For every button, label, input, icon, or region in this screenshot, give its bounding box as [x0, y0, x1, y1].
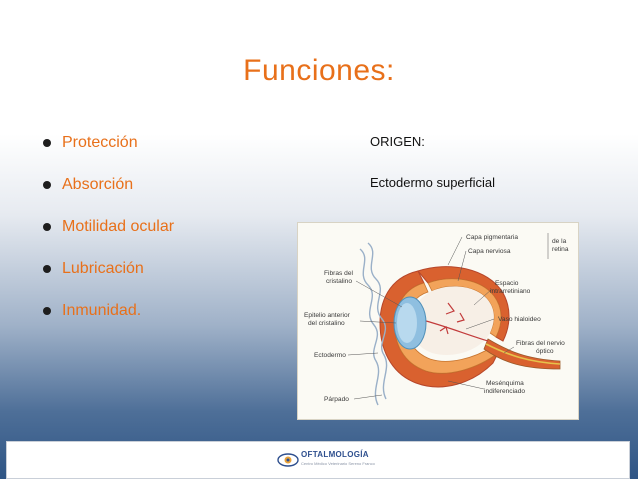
bullet-dot-icon — [43, 139, 51, 147]
origin-value: Ectodermo superficial — [370, 175, 495, 190]
eye-development-figure: Capa pigmentaria Capa nerviosa de la ret… — [297, 222, 579, 420]
label-mesenquima-1: Mesénquima — [486, 380, 524, 387]
label-vaso-hialoideo: Vaso hialoideo — [498, 316, 541, 323]
bullet-item: Lubricación — [43, 259, 174, 301]
bullet-item: Absorción — [43, 175, 174, 217]
eye-diagram: Capa pigmentaria Capa nerviosa de la ret… — [304, 233, 569, 406]
bullet-dot-icon — [43, 265, 51, 273]
label-mesenquima-2: indiferenciado — [484, 388, 525, 395]
label-de-la: de la — [552, 238, 567, 245]
bullet-dot-icon — [43, 223, 51, 231]
ectoderm-line — [367, 242, 388, 400]
bullet-list: Protección Absorción Motilidad ocular Lu… — [43, 133, 175, 343]
bullet-text: Protección — [62, 134, 138, 151]
label-fibras-cristalino-1: Fibras del — [324, 270, 353, 277]
bullet-item: Motilidad ocular — [43, 217, 175, 259]
logo-text: OFTALMOLOGÍA — [301, 450, 369, 459]
bullet-text: Lubricación — [62, 260, 144, 277]
logo-subtext: Centro Médico Veterinario Sereno Franco — [301, 461, 375, 466]
slide-title: Funciones: — [243, 54, 395, 87]
label-capa-pigmentaria: Capa pigmentaria — [466, 234, 518, 241]
label-intrarretiniano: intrarretiniano — [490, 288, 531, 295]
bullet-text: Motilidad ocular — [62, 218, 175, 235]
bullet-dot-icon — [43, 181, 51, 189]
hyaloid-vessel — [425, 320, 489, 342]
lens-core — [397, 303, 417, 343]
footer-logo: OFTALMOLOGÍA Centro Médico Veterinario S… — [277, 445, 397, 475]
bullet-item: Protección — [43, 133, 174, 175]
bullet-text: Inmunidad. — [62, 302, 142, 319]
leader-lines — [347, 233, 549, 400]
label-fibras-nervio-1: Fibras del nervio — [516, 340, 565, 347]
label-ectodermo: Ectodermo — [314, 352, 346, 359]
bullet-text: Absorción — [62, 176, 134, 193]
bullet-dot-icon — [43, 307, 51, 315]
label-capa-nerviosa: Capa nerviosa — [468, 248, 511, 255]
label-fibras-nervio-2: óptico — [536, 348, 554, 355]
label-parpado: Párpado — [324, 396, 349, 403]
label-retina: retina — [552, 246, 569, 253]
eye-logo-icon — [277, 453, 299, 467]
label-epitelio-1: Epitelio anterior — [304, 312, 351, 319]
hyaloid-branches — [439, 302, 465, 335]
bullet-item: Inmunidad. — [43, 301, 174, 343]
vitreous-space — [410, 286, 494, 355]
label-fibras-cristalino-2: cristalino — [326, 278, 352, 285]
footer-bar: OFTALMOLOGÍA Centro Médico Veterinario S… — [6, 441, 630, 479]
origin-heading: ORIGEN: — [370, 134, 425, 149]
label-espacio: Espacio — [495, 280, 519, 287]
eyelid-line — [359, 248, 380, 406]
label-epitelio-2: del cristalino — [308, 320, 345, 327]
optic-nerve-fibers — [485, 343, 561, 365]
